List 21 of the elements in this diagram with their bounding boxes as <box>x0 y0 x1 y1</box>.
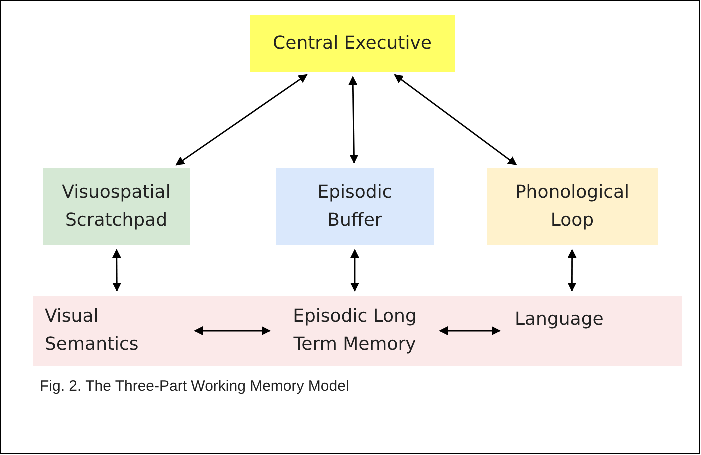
double-arrow <box>350 249 360 292</box>
process-box <box>250 15 455 72</box>
double-arrow <box>112 249 122 292</box>
double-arrow <box>194 326 271 336</box>
node-label: Language <box>515 308 604 332</box>
process-box <box>276 168 434 245</box>
caption: Fig. 2. The Three-Part Working Memory Model <box>40 377 350 397</box>
double-arrow <box>176 74 308 166</box>
double-arrow <box>394 74 518 166</box>
double-arrow <box>568 249 577 292</box>
double-arrow <box>348 76 359 164</box>
node-label: Episodic Long Term Memory <box>292 305 418 357</box>
node-label: Central Executive <box>273 32 432 56</box>
node-label: Visuospatial Scratchpad <box>61 180 172 232</box>
process-box <box>487 168 658 245</box>
memory-band <box>33 296 682 366</box>
node-label: Episodic Buffer <box>316 180 394 232</box>
double-arrow <box>439 326 501 336</box>
node-label: Phonological Loop <box>514 180 631 232</box>
node-label: Visual Semantics <box>45 305 140 357</box>
process-box <box>43 168 190 245</box>
